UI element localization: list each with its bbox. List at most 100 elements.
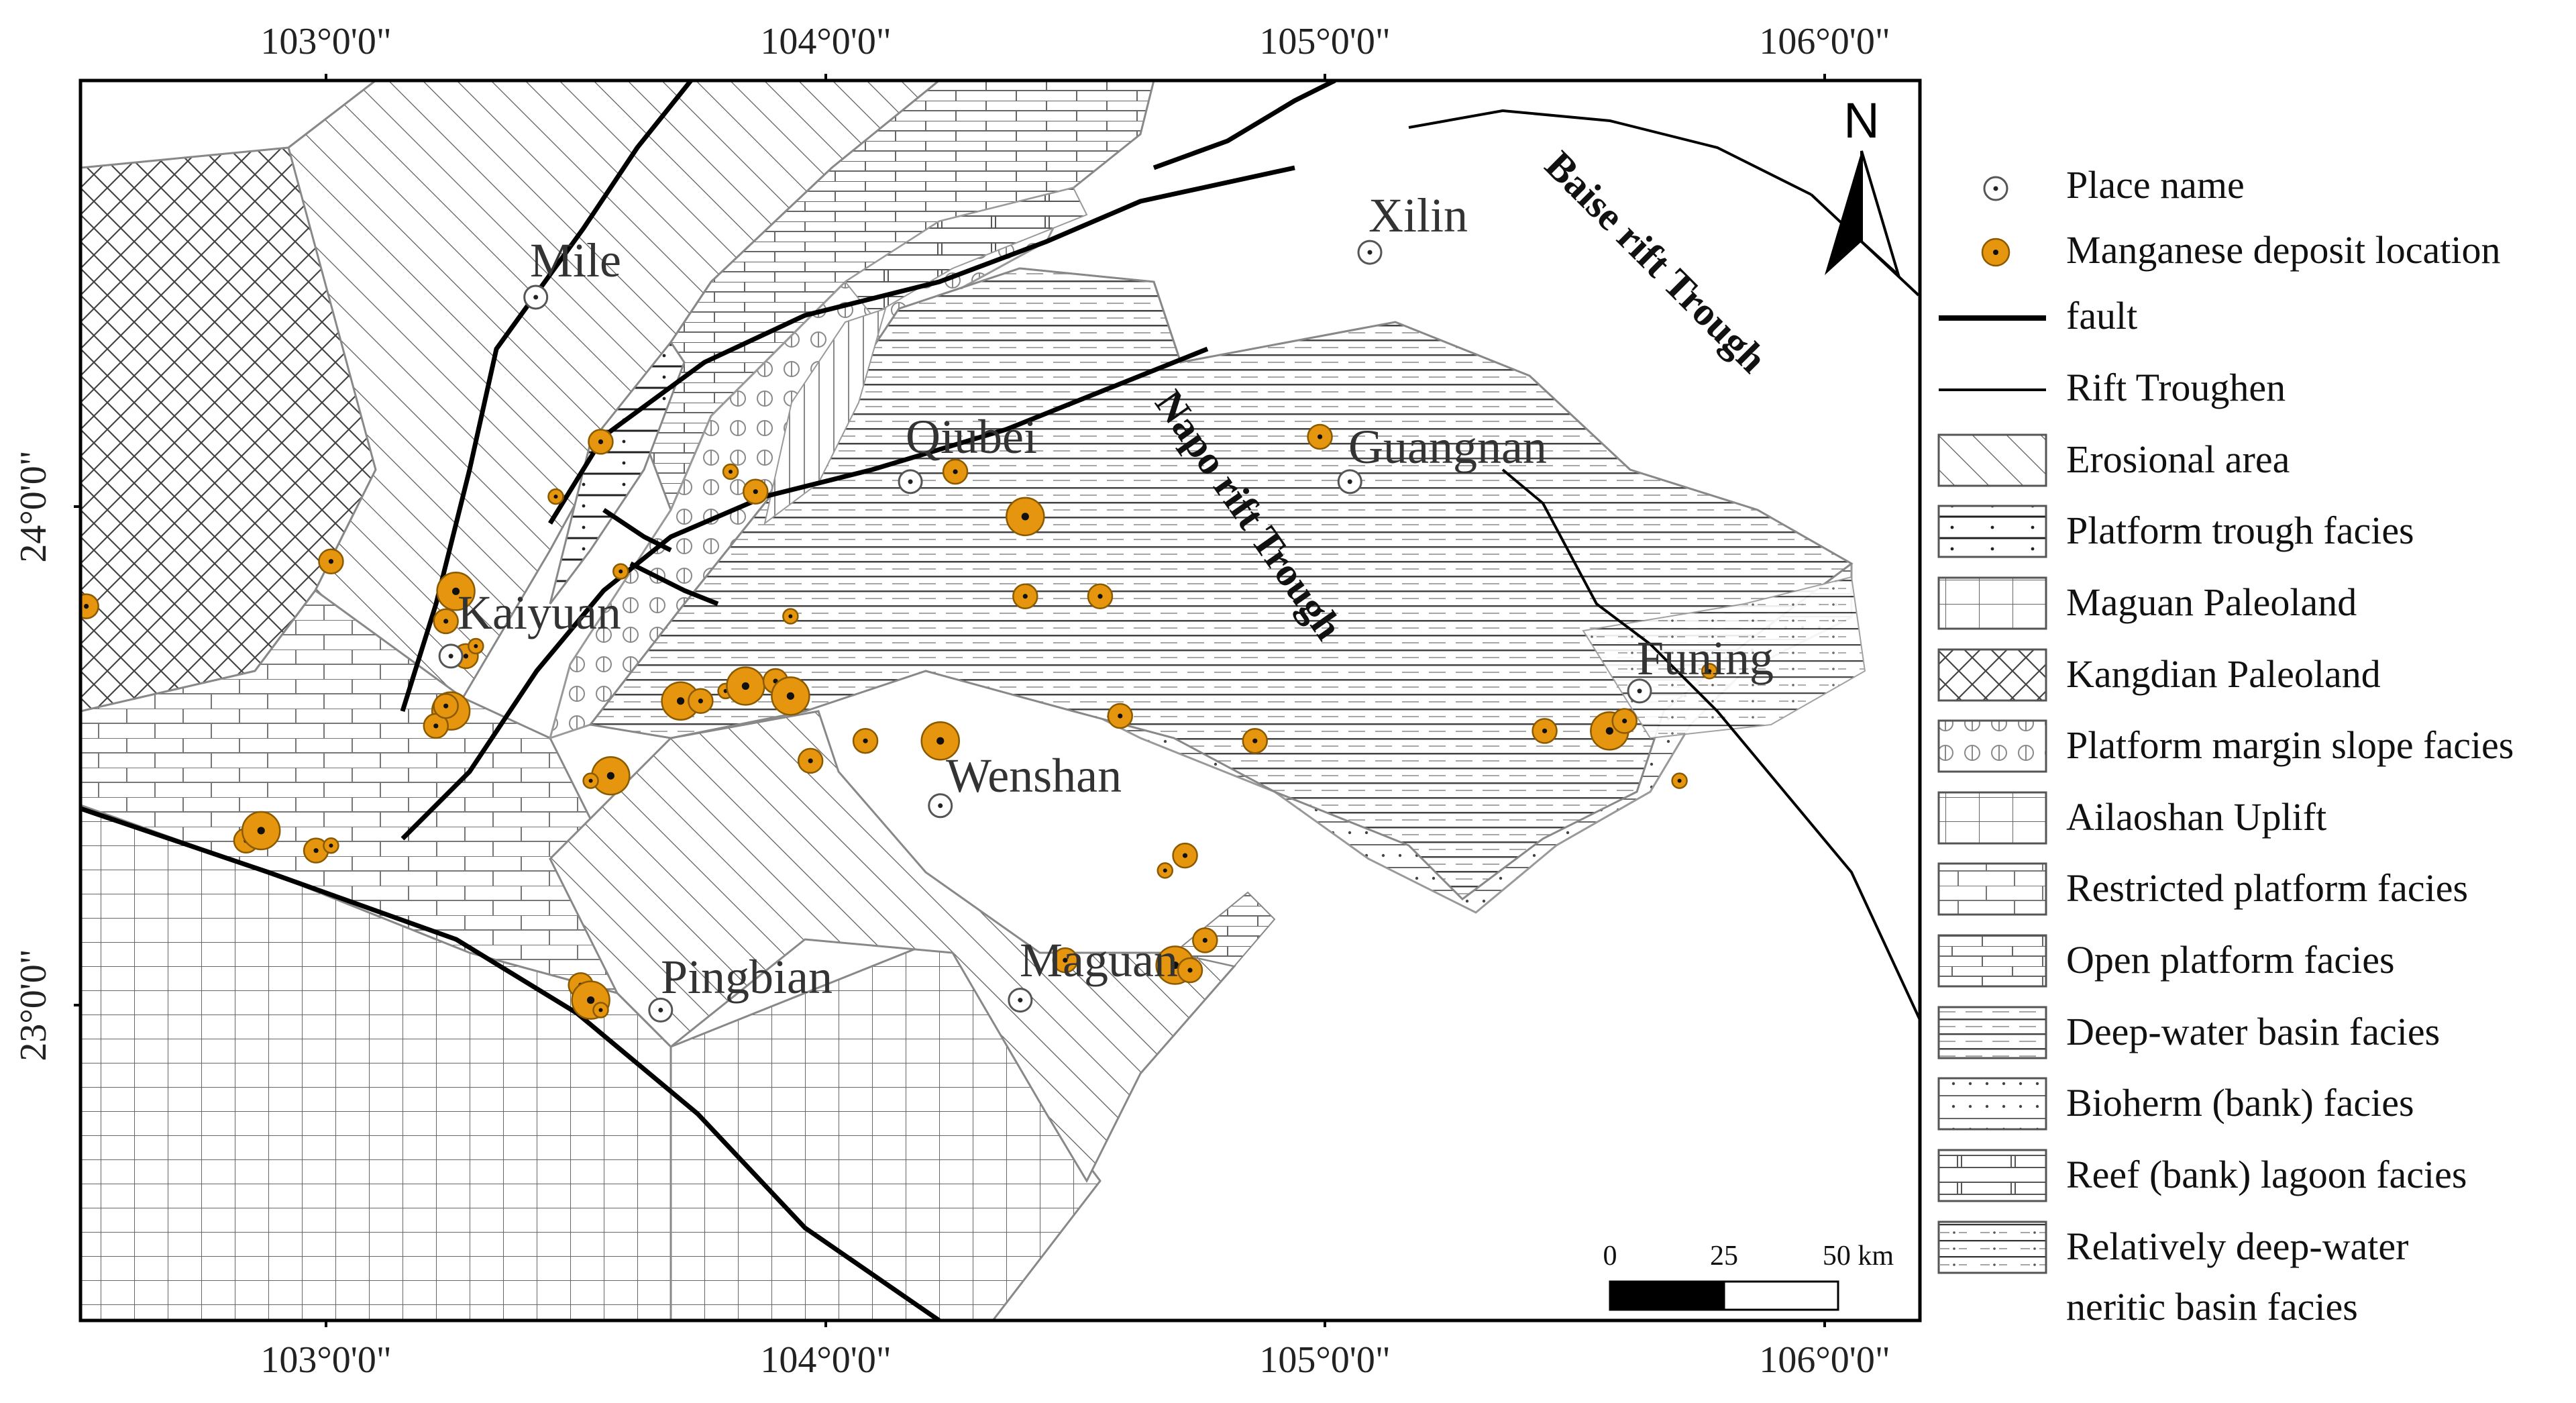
manganese-deposit-dot (1063, 957, 1068, 963)
manganese-deposit-dot (606, 772, 614, 780)
legend-item: Kangdian Paleoland (1937, 648, 2381, 702)
manganese-deposit-dot (1317, 434, 1323, 439)
legend-swatch (1937, 1220, 2047, 1274)
place-symbol-dot (1993, 186, 1998, 191)
map-body (80, 81, 1920, 1320)
legend-label: Manganese deposit location (2066, 228, 2501, 272)
legend-label: Open platform facies (2066, 938, 2395, 982)
manganese-deposit-dot (329, 843, 333, 848)
legend-swatch (1937, 505, 2047, 558)
legend-label: Ailaoshan Uplift (2066, 795, 2326, 839)
manganese-deposit-dot (1182, 853, 1188, 858)
deep-water-basin-central (588, 267, 1854, 900)
scale-label-0: 0 (1603, 1241, 1617, 1271)
manganese-deposit-dot (741, 682, 749, 690)
fault-line (602, 508, 672, 553)
manganese-deposit-dot (753, 489, 758, 495)
manganese-deposit-dot (786, 692, 794, 700)
legend-item: Open platform facies (1937, 934, 2395, 988)
manganese-deposit-dot (1677, 778, 1682, 783)
manganese-deposit-dot (1163, 868, 1167, 873)
north-arrow: N (1825, 93, 1901, 280)
fault-line (400, 346, 1209, 841)
manganese-deposit-dot (586, 996, 595, 1004)
legend-swatch (1937, 433, 2047, 487)
manganese-deposit-dot (1022, 594, 1028, 599)
top-tick-label: 103°0'0" (260, 21, 391, 62)
manganese-deposit-dot (729, 469, 733, 474)
north-arrow-outline-icon (1860, 150, 1901, 280)
place-marker-dot (938, 803, 943, 809)
fault-line (1152, 81, 1336, 170)
place-label-mile: Mile (530, 233, 621, 287)
manganese-deposits (80, 423, 1718, 1020)
legend-label: Maguan Paleoland (2066, 580, 2357, 624)
legend-label: Deep-water basin facies (2066, 1010, 2440, 1053)
place-marker-dot (1637, 688, 1642, 694)
place-marker-dot (1367, 250, 1373, 255)
manganese-deposit-dot (953, 469, 958, 474)
manganese-deposit-dot (1118, 713, 1123, 719)
place-label-wenshan: Wenshan (946, 749, 1122, 802)
north-label: N (1843, 93, 1879, 148)
top-tick-label: 106°0'0" (1759, 21, 1890, 62)
manganese-deposit-dot (553, 495, 558, 499)
manganese-deposit-dot (328, 559, 334, 564)
neritic-basin-east (1582, 576, 1866, 739)
place-label-qiubei: Qiubei (906, 410, 1037, 464)
legend-label: Relatively deep-water (2066, 1225, 2408, 1268)
legend-item: Restricted platform facies (1937, 862, 2468, 916)
left-tick-label: 23°0'0" (13, 949, 54, 1061)
legend-label: Erosional area (2066, 437, 2290, 481)
scale-label-25: 25 (1710, 1241, 1738, 1271)
bottom-tick-label: 103°0'0" (260, 1339, 391, 1381)
legend-label: fault (2066, 294, 2137, 337)
scale-bar: 0 25 50 km (1603, 1241, 1894, 1311)
legend-item: Maguan Paleoland (1937, 576, 2357, 630)
legend-item: Manganese deposit location (1981, 228, 2501, 272)
legend-item: Platform margin slope facies (1937, 719, 2514, 773)
legend-item: Relatively deep-water neritic basin facie… (1937, 1220, 2408, 1329)
manganese-deposit-dot (313, 848, 319, 853)
manganese-deposit-dot (1187, 968, 1193, 973)
legend-label: Restricted platform facies (2066, 866, 2468, 910)
manganese-deposit-dot (474, 644, 478, 649)
manganese-deposit-dot (443, 703, 449, 709)
manganese-deposit-dot (451, 587, 460, 595)
fault-line (548, 165, 1295, 525)
place-label-kaiyuan: Kaiyuan (458, 586, 621, 639)
fault-line (629, 561, 719, 607)
place-marker-dot (533, 295, 539, 300)
legend-item: fault (1939, 294, 2137, 337)
manganese-deposit-dot (598, 1008, 603, 1012)
slope-strip-north (763, 307, 887, 525)
manganese-deposit-dot (463, 654, 469, 659)
fault-line (400, 81, 693, 713)
place-marker-dot (908, 479, 913, 484)
legend-label-line2: neritic basin facies (2066, 1285, 2358, 1329)
legend-swatch (1937, 1149, 2047, 1202)
legend-item: Reef (bank) lagoon facies (1937, 1149, 2467, 1202)
legend-swatch (1937, 791, 2047, 845)
top-tick-label: 105°0'0" (1259, 21, 1390, 62)
legend-item: Erosional area (1937, 433, 2290, 487)
place-marker-dot (1018, 998, 1023, 1003)
north-arrow-icon (1825, 151, 1862, 275)
legend-item: Rift Troughen (1939, 366, 2286, 409)
place-label-xilin: Xilin (1368, 189, 1468, 242)
legend-swatch (1937, 648, 2047, 702)
manganese-deposit-dot (433, 723, 439, 729)
legend-item: Bioherm (bank) facies (1937, 1077, 2414, 1131)
bottom-tick-label: 104°0'0" (760, 1339, 891, 1381)
manganese-deposit-dot (1707, 669, 1712, 674)
rift-trough-line (1408, 109, 1812, 196)
manganese-deposit-dot (1021, 513, 1029, 521)
legend-item: Ailaoshan Uplift (1937, 791, 2326, 845)
legend-label: Platform trough facies (2066, 509, 2414, 552)
manganese-deposit-dot (788, 614, 793, 619)
legend-label: Bioherm (bank) facies (2066, 1081, 2414, 1125)
place-label-pingbian: Pingbian (661, 950, 833, 1004)
rift-trough-line (1501, 468, 1920, 1021)
manganese-deposit-dot (936, 737, 945, 745)
legend-item: Place name (1983, 163, 2245, 207)
